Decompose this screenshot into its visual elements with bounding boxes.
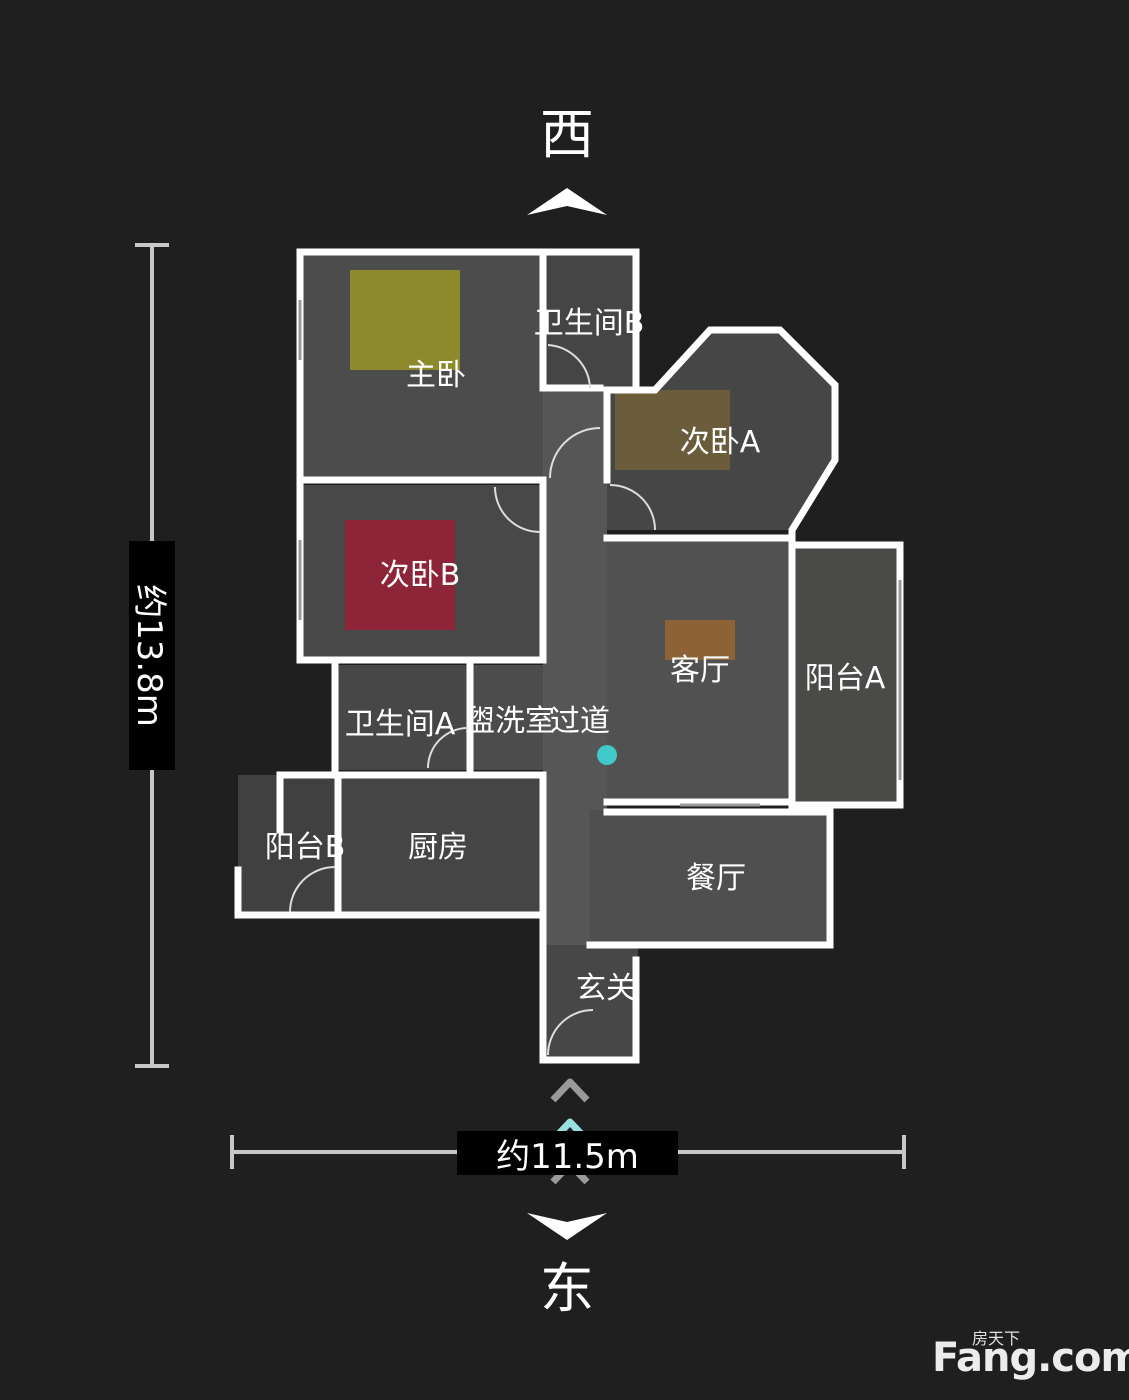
wall-bedroom-a	[603, 326, 839, 544]
label-balcony-a: 阳台A	[805, 661, 886, 696]
washroom-floor	[470, 665, 543, 770]
wall-entrance	[539, 941, 640, 1064]
dining-room-floor	[590, 810, 830, 945]
kitchen-floor	[338, 775, 543, 915]
door-balcony-b	[289, 866, 336, 913]
wall-dining	[586, 808, 834, 949]
door-bedroom-b	[494, 486, 541, 533]
height-dimension	[135, 243, 169, 1068]
wall-kitchen-bottom	[234, 866, 547, 919]
balcony-a-floor	[795, 545, 900, 805]
balcony-b-floor	[238, 775, 338, 915]
walls	[234, 248, 904, 1064]
height-dimension-text: 约13.8m	[128, 584, 169, 727]
label-master-bedroom: 主卧	[406, 358, 466, 393]
door-entrance	[547, 1009, 594, 1056]
bathroom-b-floor	[543, 252, 636, 388]
logo-main-text: Fang.com	[932, 1335, 1129, 1381]
compass-north-label: 西	[540, 103, 594, 166]
wall-bedroom-b	[296, 476, 547, 664]
bathroom-a-floor	[335, 665, 470, 770]
door-bath-b	[547, 344, 591, 389]
label-bedroom-a: 次卧A	[680, 425, 761, 460]
label-kitchen: 厨房	[408, 830, 468, 865]
label-bathroom-b: 卫生间B	[534, 306, 645, 341]
south-arrow-icon[interactable]	[527, 1213, 607, 1240]
label-corridor: 过道	[550, 704, 610, 739]
living-room-floor	[607, 540, 792, 802]
bed-b	[345, 520, 455, 630]
bed-master	[350, 270, 460, 370]
fang-logo: 房天下 Fang.com	[932, 1325, 1129, 1385]
width-dimension-text: 约11.5m	[496, 1136, 639, 1177]
room-labels: 主卧 卫生间B 次卧A 次卧B 客厅 阳台A 卫生间A 盥洗室 过道 阳台B 厨…	[265, 306, 886, 1006]
height-dimension-label: 约13.8m	[129, 541, 175, 770]
bed-a	[615, 390, 730, 470]
windows	[298, 300, 902, 807]
entrance-floor	[543, 945, 638, 1060]
label-washroom: 盥洗室	[465, 704, 555, 739]
wall-top	[296, 248, 640, 484]
width-dimension-label: 约11.5m	[457, 1131, 678, 1177]
room-fills	[238, 252, 900, 1060]
furniture	[345, 270, 735, 660]
label-bathroom-a: 卫生间A	[345, 707, 456, 742]
door-master	[549, 427, 601, 479]
chevron-up-icon	[550, 1078, 590, 1103]
label-dining-room: 餐厅	[686, 861, 746, 896]
door-bedroom-a	[609, 484, 656, 531]
wall-balcony-a	[788, 536, 904, 809]
compass-south-label: 东	[540, 1257, 594, 1320]
north-arrow-icon[interactable]	[527, 188, 607, 215]
logo-top-text: 房天下	[972, 1329, 1021, 1348]
label-bedroom-b: 次卧B	[380, 558, 461, 593]
door-bath-a	[427, 727, 469, 769]
position-marker	[597, 745, 617, 765]
wall-kitchen-top	[276, 771, 547, 949]
width-dimension	[230, 1135, 906, 1169]
label-living-room: 客厅	[670, 653, 730, 688]
label-entrance: 玄关	[576, 971, 636, 1006]
doors	[289, 344, 656, 1056]
label-balcony-b: 阳台B	[265, 830, 346, 865]
sofa-table	[665, 620, 735, 660]
